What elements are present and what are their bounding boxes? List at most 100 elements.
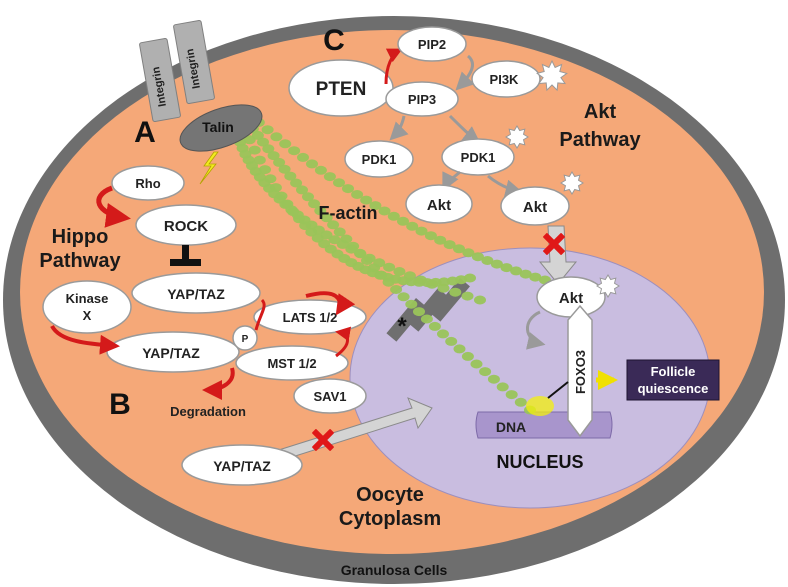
actin-bead <box>490 259 503 269</box>
actin-bead <box>514 397 527 407</box>
actin-bead <box>270 132 283 142</box>
actin-bead <box>420 314 433 324</box>
actin-bead <box>437 283 450 293</box>
oocyte-cytoplasm-label-line1: Oocyte <box>356 484 424 506</box>
actin-bead <box>323 172 336 182</box>
follicle-quiescence-box <box>626 359 720 401</box>
actin-bead <box>387 211 400 221</box>
actin-bead <box>437 329 449 339</box>
akt-pathway-label-line1: Akt <box>584 101 617 123</box>
actin-bead <box>273 157 286 167</box>
actin-bead <box>461 291 474 301</box>
actin-bead <box>288 146 301 156</box>
foxo3-node <box>567 304 593 438</box>
actin-bead <box>297 152 309 162</box>
actin-bead <box>505 390 518 400</box>
pip3-node <box>385 81 459 117</box>
akt-nuclear-phospho-star-icon <box>596 274 620 298</box>
f-actin-label: F-actin <box>318 203 377 223</box>
yaptaz-top-node <box>131 272 261 314</box>
kinase-x-node <box>42 280 132 334</box>
integrin-receptor-1: Integrin <box>139 37 181 123</box>
actin-bead <box>383 262 396 272</box>
actin-bead <box>333 227 346 237</box>
actin-bead <box>251 130 264 140</box>
degradation-label: Degradation <box>170 404 246 419</box>
sav1-label: SAV1 <box>314 389 347 404</box>
actin-bead <box>351 190 364 199</box>
akt-pathway-label-line2: Pathway <box>559 129 641 151</box>
yaptaz-bottom-label: YAP/TAZ <box>213 458 271 474</box>
granulosa-cells-label: Granulosa Cells <box>341 562 448 578</box>
kinase-x-label-line1: Kinase <box>66 291 109 306</box>
pi3k-label: PI3K <box>490 72 520 87</box>
actin-bead <box>373 258 386 268</box>
rho-to-rock-arrow <box>96 185 131 228</box>
rock-inhibition-bar <box>170 245 201 266</box>
actin-bead <box>461 351 474 361</box>
akt-active-node <box>500 186 570 226</box>
actin-bead <box>259 165 271 175</box>
yaptaz-entry-blocked-icon <box>312 429 334 451</box>
pdk1-inactive-label: PDK1 <box>362 152 397 167</box>
actin-bead <box>471 252 484 262</box>
actin-bead <box>470 359 483 369</box>
actin-bead <box>406 221 419 231</box>
actin-bead <box>487 374 500 384</box>
pip2-node <box>397 26 467 62</box>
actin-bead <box>336 239 349 249</box>
akt-inactive-node <box>405 184 473 224</box>
pten-node <box>288 59 394 117</box>
actin-bead <box>378 206 391 216</box>
pi3k-phospho-star-icon <box>536 59 568 92</box>
actin-bead <box>345 244 358 254</box>
actin-bead <box>393 267 406 276</box>
actin-bead <box>464 273 476 283</box>
actin-bead <box>500 263 513 273</box>
dna-glow <box>526 396 554 416</box>
nucleus-label: NUCLEUS <box>496 452 583 472</box>
section-c-header: C <box>323 24 345 57</box>
akt-entry-blocked-icon <box>543 233 565 255</box>
actin-bead <box>426 279 438 289</box>
yaptaz-top-label: YAP/TAZ <box>167 286 225 302</box>
actin-bead <box>519 269 532 279</box>
pip2-to-pip3-arrow <box>455 54 475 91</box>
pdk1-inactive-node <box>344 140 414 178</box>
mst-label: MST 1/2 <box>267 356 316 371</box>
actin-bead <box>279 139 292 149</box>
actin-bead <box>284 171 297 181</box>
akt-inactive-label: Akt <box>427 197 451 214</box>
actin-bead <box>320 230 333 240</box>
actin-bead <box>328 235 341 245</box>
follicle-quiescence-line2: quiescence <box>638 381 709 396</box>
actin-bead <box>382 277 395 287</box>
lats-cycle-arrow <box>305 291 356 316</box>
section-b-header: B <box>109 388 131 421</box>
actin-bead <box>375 270 388 280</box>
dna-label: DNA <box>496 419 526 435</box>
actin-bead <box>397 292 410 302</box>
kinase-to-yaptaz-arrow <box>50 324 120 355</box>
lightning-bolt-icon <box>199 151 219 185</box>
actin-bead <box>342 184 354 194</box>
hippo-pathway-label-line2: Pathway <box>39 250 121 272</box>
actin-bead <box>354 249 367 259</box>
actin-bead <box>278 164 291 174</box>
actin-bead <box>445 336 458 346</box>
actin-bead <box>453 244 465 254</box>
asterisk-mark: * <box>397 313 407 340</box>
actin-bead <box>333 178 345 188</box>
rho-label: Rho <box>135 176 160 191</box>
akt-nuclear-label: Akt <box>559 290 583 307</box>
actin-bead <box>414 275 427 285</box>
lats-label: LATS 1/2 <box>283 310 338 325</box>
dna-inhibit-arrow <box>547 381 569 399</box>
pip3-label: PIP3 <box>408 92 436 107</box>
actin-bead <box>397 216 409 226</box>
actin-bead <box>434 235 447 245</box>
actin-bead <box>369 201 382 211</box>
talin-label: Talin <box>202 119 234 135</box>
actin-bead <box>360 195 373 205</box>
